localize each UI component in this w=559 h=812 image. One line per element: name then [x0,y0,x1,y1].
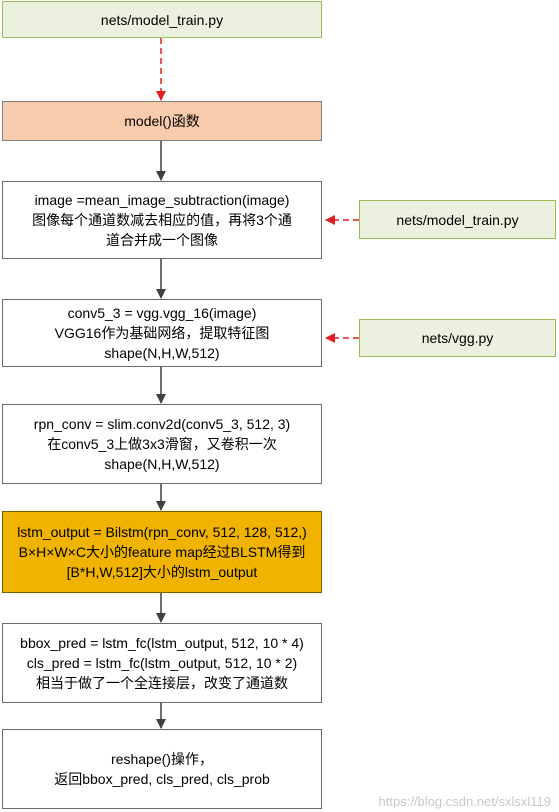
node-vgg16-line-3: shape(N,H,W,512) [104,345,220,361]
side-model-train-file-label: nets/model_train.py [396,211,519,228]
node-reshape-line-1: reshape()操作， [111,751,213,767]
node-rpn-conv-line-2: 在conv5_3上做3x3滑窗，又卷积一次 [47,436,277,452]
node-lstm-fc-line-1: bbox_pred = lstm_fc(lstm_output, 512, 10… [20,635,304,651]
node-reshape: reshape()操作， 返回bbox_pred, cls_pred, cls_… [2,729,322,809]
node-model-function: model()函数 [2,101,322,141]
node-lstm-fc: bbox_pred = lstm_fc(lstm_output, 512, 10… [2,623,322,703]
side-model-train-file: nets/model_train.py [359,200,556,239]
node-rpn-conv-line-1: rpn_conv = slim.conv2d(conv5_3, 512, 3) [33,416,291,432]
node-mean-subtraction-line-2: 图像每个通道数减去相应的值，再将3个通 [32,212,292,228]
node-rpn-conv: rpn_conv = slim.conv2d(conv5_3, 512, 3) … [2,404,322,484]
node-mean-subtraction-line-3: 道合并成一个图像 [106,232,218,248]
side-vgg-file-label: nets/vgg.py [421,330,494,346]
node-reshape-line-2: 返回bbox_pred, cls_pred, cls_prob [54,771,270,787]
watermark: https://blog.csdn.net/sxlsxl119 [378,794,551,809]
node-rpn-conv-line-3: shape(N,H,W,512) [104,456,220,472]
node-mean-subtraction: image =mean_image_subtraction(image) 图像每… [2,181,322,259]
node-model-function-line-1: model()函数 [124,113,200,129]
node-lstm-fc-line-3: 相当于做了一个全连接层，改变了通道数 [36,675,288,691]
node-bilstm-line-1: lstm_output = Bilstm(rpn_conv, 512, 128,… [17,524,307,540]
node-vgg16-line-1: conv5_3 = vgg.vgg_16(image) [67,305,257,321]
node-bilstm: lstm_output = Bilstm(rpn_conv, 512, 128,… [2,511,322,593]
node-bilstm-line-3: [B*H,W,512]大小的lstm_output [66,564,258,580]
node-vgg16-line-2: VGG16作为基础网络，提取特征图 [54,325,270,341]
node-vgg16: conv5_3 = vgg.vgg_16(image) VGG16作为基础网络，… [2,299,322,367]
side-vgg-file: nets/vgg.py [359,319,556,357]
node-mean-subtraction-line-1: image =mean_image_subtraction(image) [34,192,290,208]
node-top-file-line-1: nets/model_train.py [100,11,224,28]
node-top-file: nets/model_train.py [2,1,322,38]
node-bilstm-line-2: B×H×W×C大小的feature map经过BLSTM得到 [18,544,306,560]
node-lstm-fc-line-2: cls_pred = lstm_fc(lstm_output, 512, 10 … [26,655,298,671]
